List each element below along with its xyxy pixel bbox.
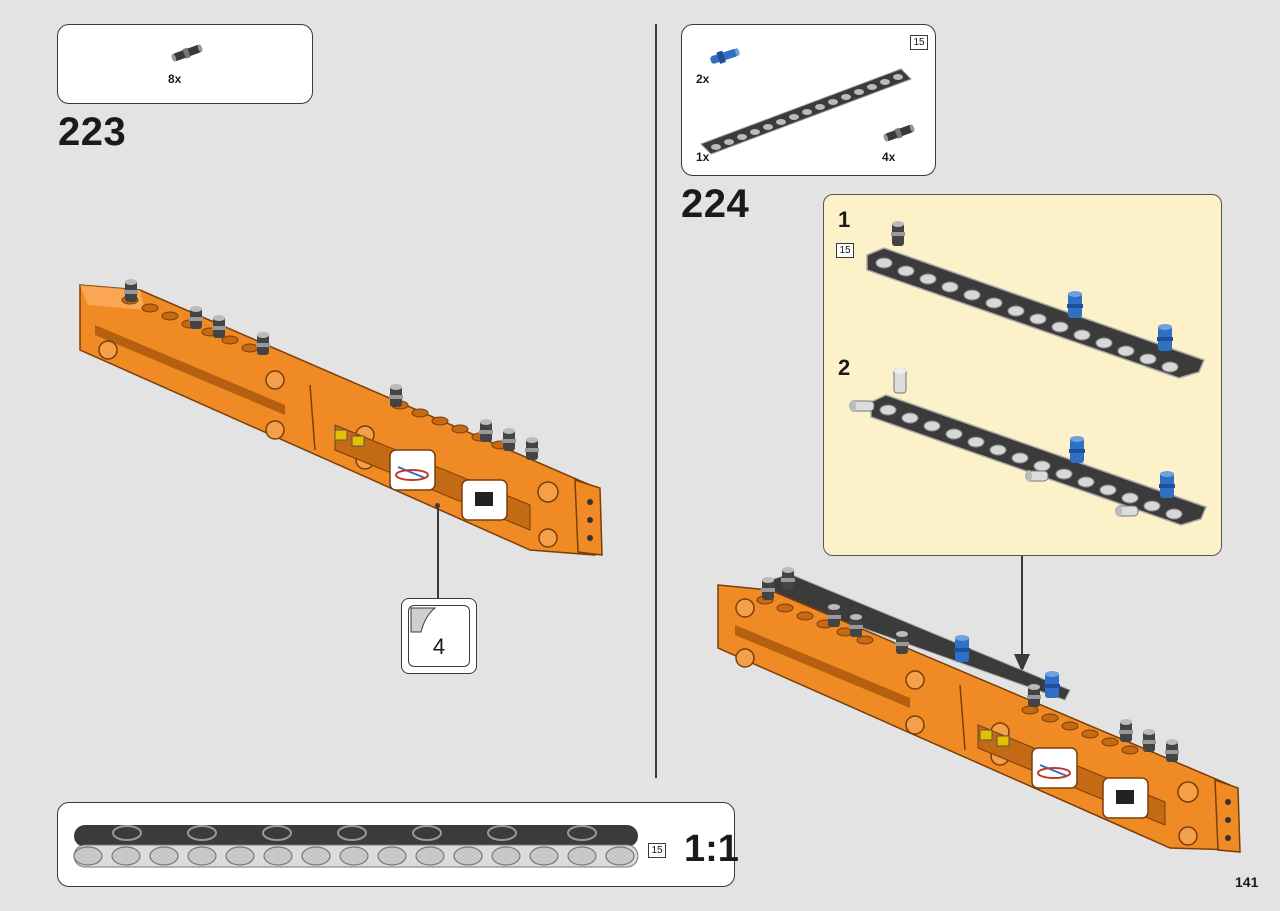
substep-number: 1	[838, 207, 851, 232]
part-qty: 4x	[882, 150, 896, 164]
substep-1-beam	[866, 221, 1205, 379]
step-number: 224	[681, 182, 750, 226]
orange-panel-assembly	[79, 279, 603, 556]
sticker-sheet-icon: 4	[408, 605, 470, 667]
attach-arrow-line	[1021, 556, 1023, 660]
orange-panel-assembly-with-beam	[717, 567, 1241, 853]
blue-pin-icon	[710, 48, 740, 64]
beam-length-badge: 15	[648, 843, 666, 858]
substep-panel: 1 15 2	[823, 194, 1222, 556]
substep-number: 2	[838, 355, 851, 380]
sticker-callout: 4	[401, 598, 477, 674]
step-divider	[655, 24, 657, 778]
page-number: 141	[1235, 874, 1259, 890]
beam-length-badge: 15	[836, 243, 854, 258]
sticker-sheet-number: 4	[432, 634, 446, 659]
part-qty: 1x	[696, 150, 710, 164]
gray-pin-icon	[171, 44, 203, 62]
step-number: 223	[58, 110, 127, 154]
beam-15-icon	[700, 68, 912, 155]
scale-label: 1:1	[684, 828, 739, 870]
callout-dot	[435, 503, 440, 508]
parts-box-224: 2x 1x 4x 15	[681, 24, 936, 176]
part-qty: 8x	[168, 72, 182, 86]
scale-reference-box: 15 1:1	[57, 802, 739, 887]
callout-line	[437, 505, 439, 598]
part-qty: 2x	[696, 72, 710, 86]
beam-15-scale-icon	[73, 825, 639, 868]
attach-arrow-head	[1014, 654, 1030, 672]
beam-length-badge: 15	[910, 35, 928, 50]
parts-box-223: 8x	[57, 24, 313, 104]
gray-pin-icon	[883, 124, 915, 142]
substep-2-beam	[849, 368, 1207, 526]
